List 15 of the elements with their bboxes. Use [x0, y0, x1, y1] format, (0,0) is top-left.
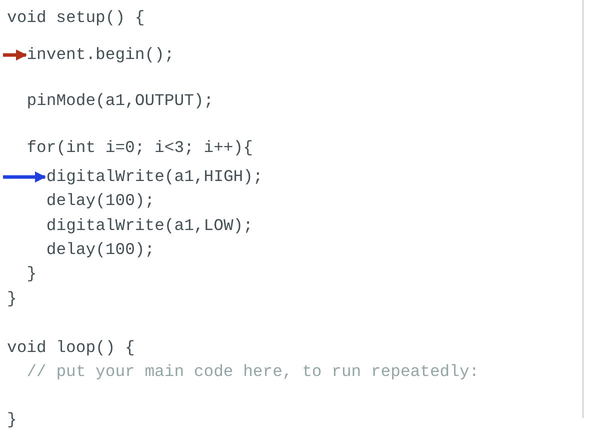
arrow — [3, 171, 46, 183]
code-line: digitalWrite(a1,HIGH); — [46, 167, 263, 187]
code-line: pinMode(a1,OUTPUT); — [26, 91, 214, 111]
code-line: } — [26, 264, 37, 284]
code-line: void setup() { — [7, 8, 145, 28]
code-line: invent.begin(); — [26, 45, 174, 65]
code-line: void loop() { — [7, 338, 135, 358]
code-line: delay(100); — [46, 191, 155, 211]
code-line: for(int i=0; i<3; i++){ — [26, 138, 253, 158]
code-comment: // put your main code here, to run repeatedly: — [26, 362, 480, 382]
arrow — [3, 49, 28, 61]
code-line: } — [7, 410, 17, 430]
code-line: } — [7, 289, 17, 309]
code-line: digitalWrite(a1,LOW); — [46, 216, 253, 236]
code-line: delay(100); — [46, 240, 155, 260]
